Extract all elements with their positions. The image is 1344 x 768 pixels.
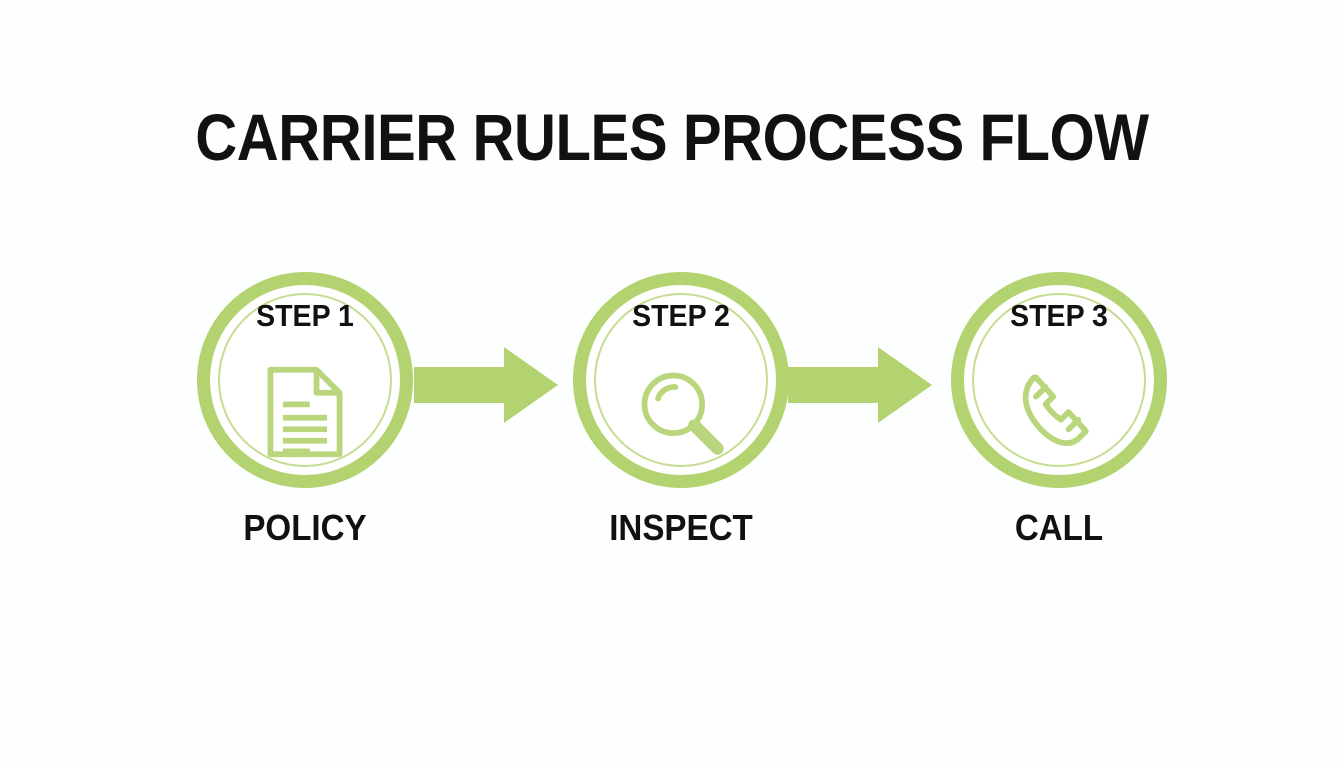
document-icon xyxy=(257,364,353,460)
step-1-circle: STEP 1 xyxy=(197,272,413,488)
step-3-inner-ring xyxy=(972,293,1146,467)
step-1-label: STEP 1 xyxy=(256,298,354,333)
flow-step-2[interactable]: STEP 2 INSPECT xyxy=(573,272,789,562)
step-2-caption: INSPECT xyxy=(609,507,753,548)
step-1-caption: POLICY xyxy=(243,507,367,548)
step-2-circle: STEP 2 xyxy=(573,272,789,488)
arrow-right-icon-2 xyxy=(786,345,934,425)
step-3-label: STEP 3 xyxy=(1010,298,1108,333)
step-1-inner-ring xyxy=(218,293,392,467)
flow-step-3[interactable]: STEP 3 CALL xyxy=(951,272,1167,562)
step-2-label: STEP 2 xyxy=(632,298,730,333)
step-3-caption: CALL xyxy=(1014,507,1104,548)
page-title: CARRIER RULES PROCESS FLOW xyxy=(195,100,1149,174)
step-2-inner-ring xyxy=(594,293,768,467)
flow-step-1[interactable]: STEP 1 POLICY xyxy=(197,272,413,562)
arrow-right-icon-1 xyxy=(412,345,560,425)
magnifier-icon xyxy=(633,364,729,460)
step-3-circle: STEP 3 xyxy=(951,272,1167,488)
phone-icon xyxy=(1011,364,1107,460)
